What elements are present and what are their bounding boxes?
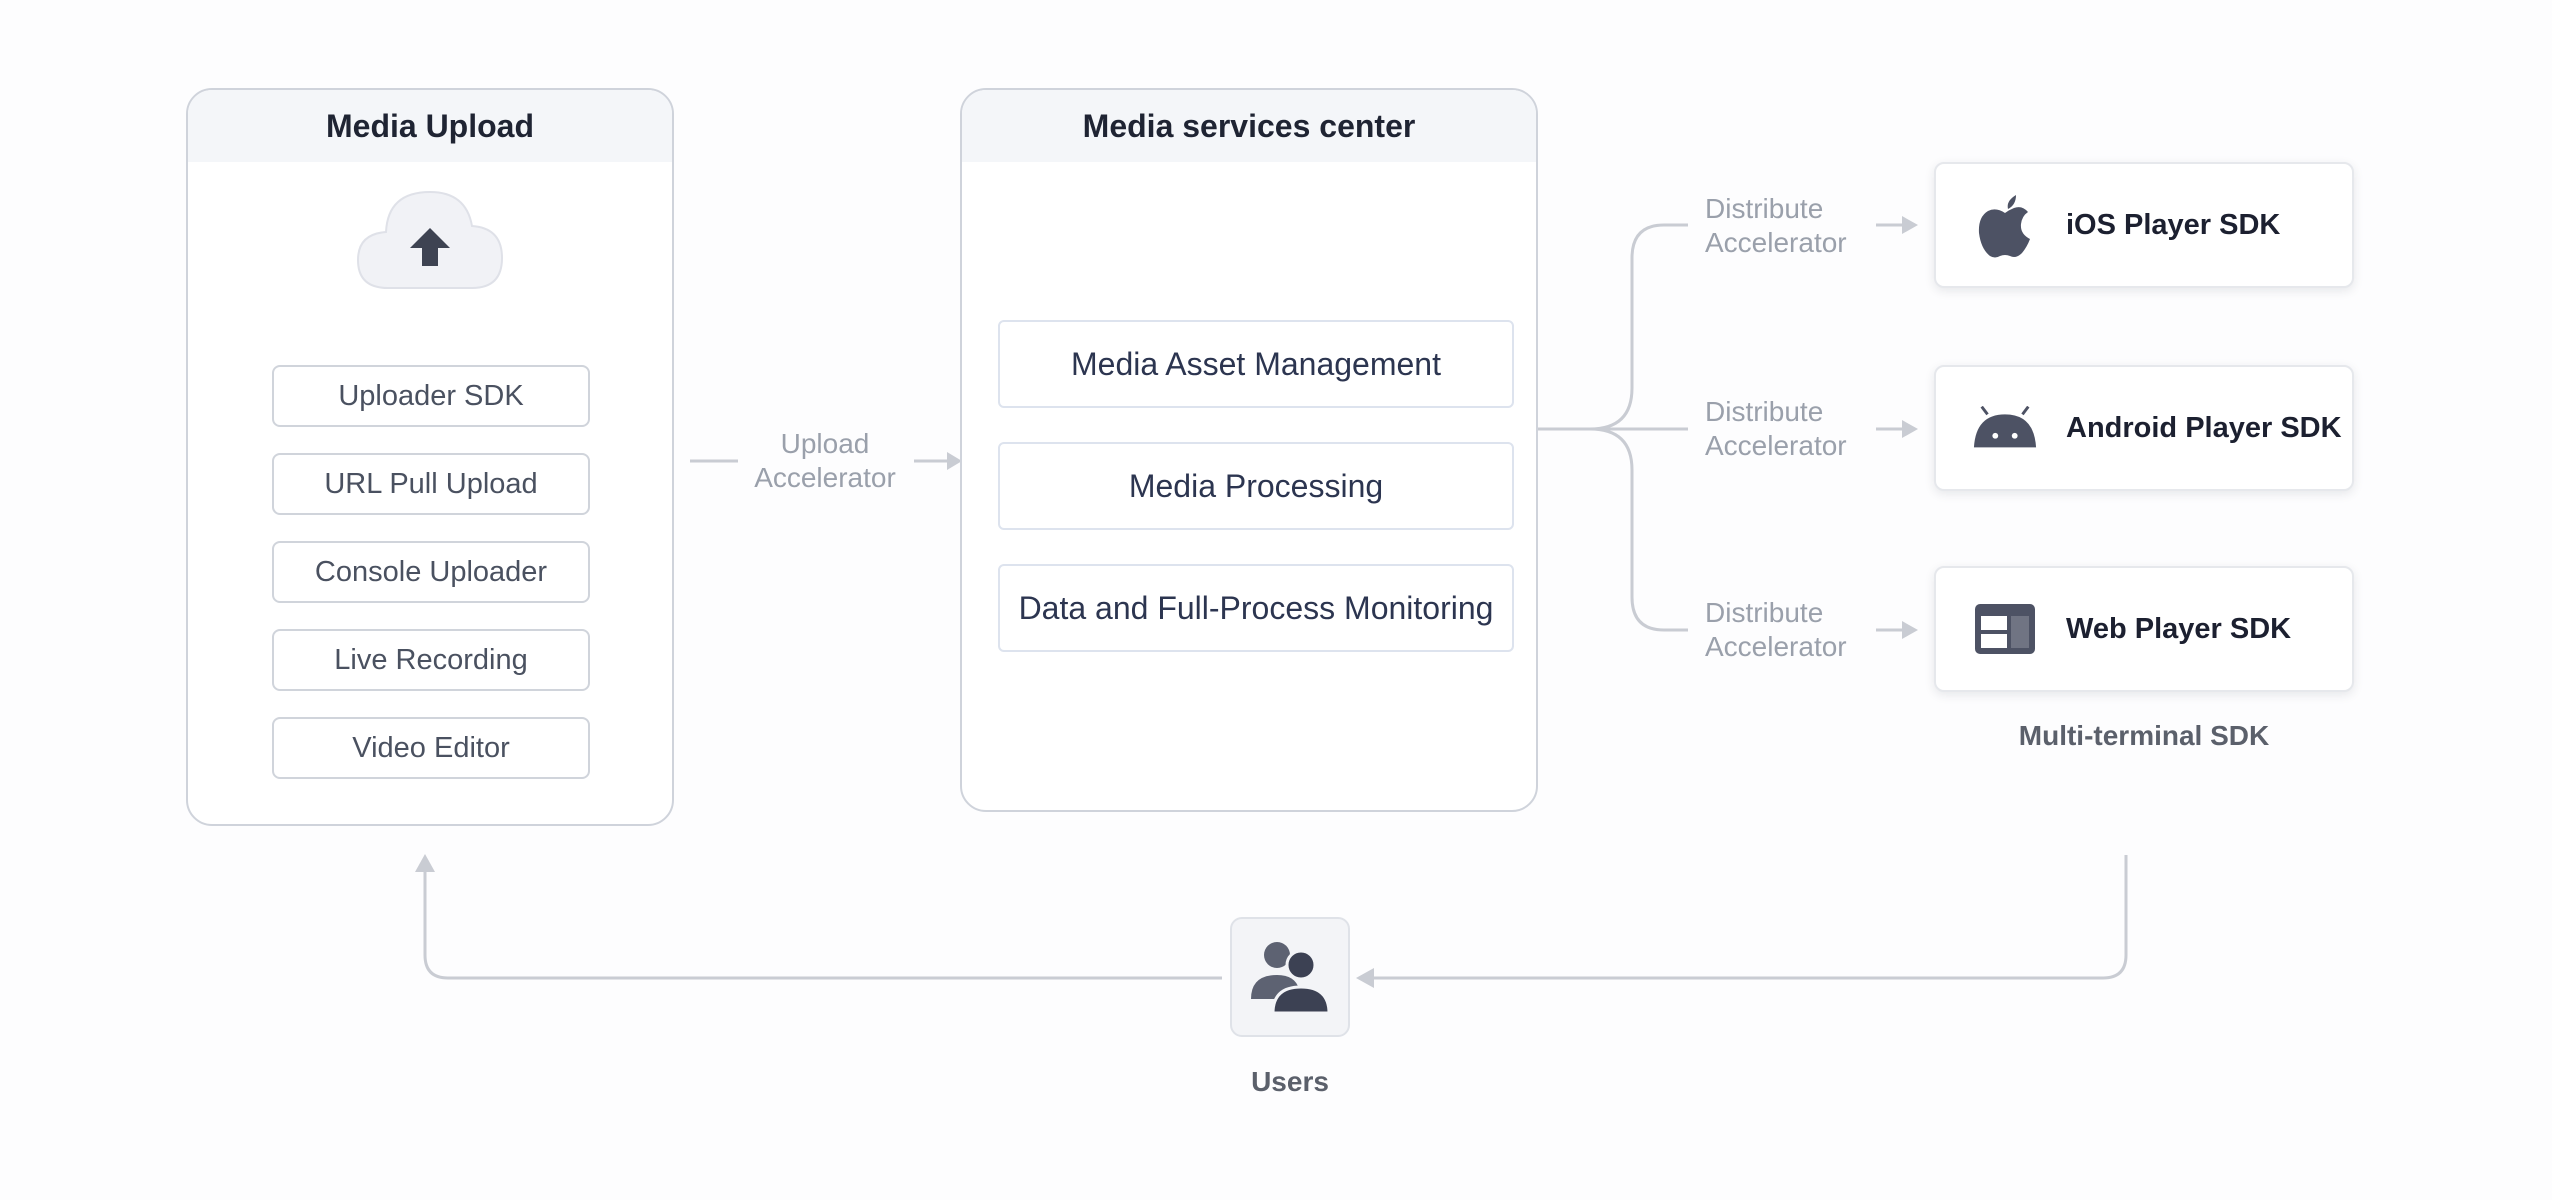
media-services-title: Media services center: [962, 90, 1536, 162]
web-player-sdk-card[interactable]: Web Player SDK: [1934, 566, 2354, 692]
users-label: Users: [1251, 1066, 1329, 1097]
ios-player-sdk-label: iOS Player SDK: [2066, 208, 2281, 241]
users-icon: [1247, 935, 1333, 1020]
web-player-sdk-label: Web Player SDK: [2066, 612, 2292, 645]
distribute-line1: Distribute: [1705, 597, 1824, 628]
android-player-sdk-card[interactable]: Android Player SDK: [1934, 365, 2354, 491]
distribute-line2: Accelerator: [1705, 430, 1847, 461]
sdk-to-users-line: [1372, 855, 2128, 980]
users-to-upload-line: [423, 870, 1222, 980]
multi-terminal-sdk-label: Multi-terminal SDK: [2018, 720, 2270, 751]
branch-bottom: [1589, 427, 1688, 632]
upload-accelerator-line1: Upload: [780, 428, 870, 459]
android-icon: [1972, 395, 2038, 461]
ios-player-sdk-card[interactable]: iOS Player SDK: [1934, 162, 2354, 288]
distribute-line2: Accelerator: [1705, 631, 1847, 662]
console-uploader-item[interactable]: Console Uploader: [272, 541, 590, 603]
distribute-accelerator-label-ios: Distribute Accelerator: [1705, 192, 1847, 260]
media-services-panel: Media services center Media Asset Manage…: [960, 88, 1538, 812]
url-pull-upload-item[interactable]: URL Pull Upload: [272, 453, 590, 515]
apple-icon: [1972, 192, 2038, 258]
distribute-accelerator-label-android: Distribute Accelerator: [1705, 395, 1847, 463]
cloud-upload-icon: [354, 188, 506, 292]
media-upload-title: Media Upload: [188, 90, 672, 162]
media-upload-panel: Media Upload Uploader SDK URL Pull Uploa…: [186, 88, 674, 826]
web-window-icon: [1972, 596, 2038, 662]
monitoring-item[interactable]: Data and Full-Process Monitoring: [998, 564, 1514, 652]
media-asset-management-item[interactable]: Media Asset Management: [998, 320, 1514, 408]
live-recording-item[interactable]: Live Recording: [272, 629, 590, 691]
upload-accelerator-label: Upload Accelerator: [740, 427, 910, 495]
distribute-line1: Distribute: [1705, 396, 1824, 427]
distribute-line1: Distribute: [1705, 193, 1824, 224]
video-editor-item[interactable]: Video Editor: [272, 717, 590, 779]
distribute-line2: Accelerator: [1705, 227, 1847, 258]
branch-top: [1589, 223, 1688, 431]
android-player-sdk-label: Android Player SDK: [2066, 411, 2342, 444]
media-processing-item[interactable]: Media Processing: [998, 442, 1514, 530]
upload-accelerator-line2: Accelerator: [754, 462, 896, 493]
users-node[interactable]: [1230, 917, 1350, 1037]
uploader-sdk-item[interactable]: Uploader SDK: [272, 365, 590, 427]
distribute-accelerator-label-web: Distribute Accelerator: [1705, 596, 1847, 664]
